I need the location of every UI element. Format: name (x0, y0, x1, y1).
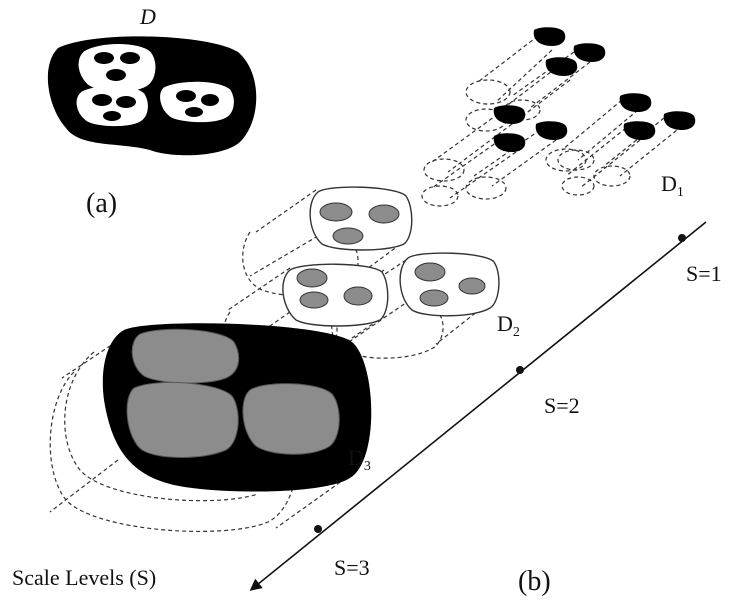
scale-point-s1 (678, 234, 686, 242)
scale-label-s2: S=2 (544, 393, 580, 418)
d3-subdomain-blob (126, 381, 239, 458)
subdomain-cluster (78, 44, 156, 92)
d1-tube-group (557, 93, 696, 196)
panel-a-caption: (a) (86, 188, 117, 219)
d1-tube-group (465, 27, 606, 132)
panel-b: D1 D2 D3 S=1 S=2 S=3 Scale Levels (S) (b… (12, 27, 722, 597)
d1-tube-group (421, 105, 587, 207)
subdomain-cluster (76, 85, 148, 127)
d1-label: D1 (661, 171, 684, 200)
d3-subdomain-blob (242, 383, 340, 455)
scale-point-s2 (516, 366, 524, 374)
level-d1 (421, 27, 696, 207)
level-d2 (222, 186, 500, 360)
panel-b-caption: (b) (518, 566, 551, 597)
d3-label: D3 (348, 445, 371, 474)
scale-label-s1: S=1 (686, 261, 722, 286)
scale-label-s3: S=3 (334, 555, 370, 580)
subdomain-cluster (160, 81, 234, 123)
scale-point-s3 (314, 525, 322, 533)
level-d3 (49, 323, 372, 533)
scale-axis (249, 221, 707, 591)
d3-subdomain-blob (131, 328, 240, 384)
panel-a: D (a) (47, 4, 257, 219)
axis-label: Scale Levels (S) (12, 565, 156, 590)
panel-a-title: D (139, 4, 156, 29)
d2-label: D2 (497, 311, 520, 340)
